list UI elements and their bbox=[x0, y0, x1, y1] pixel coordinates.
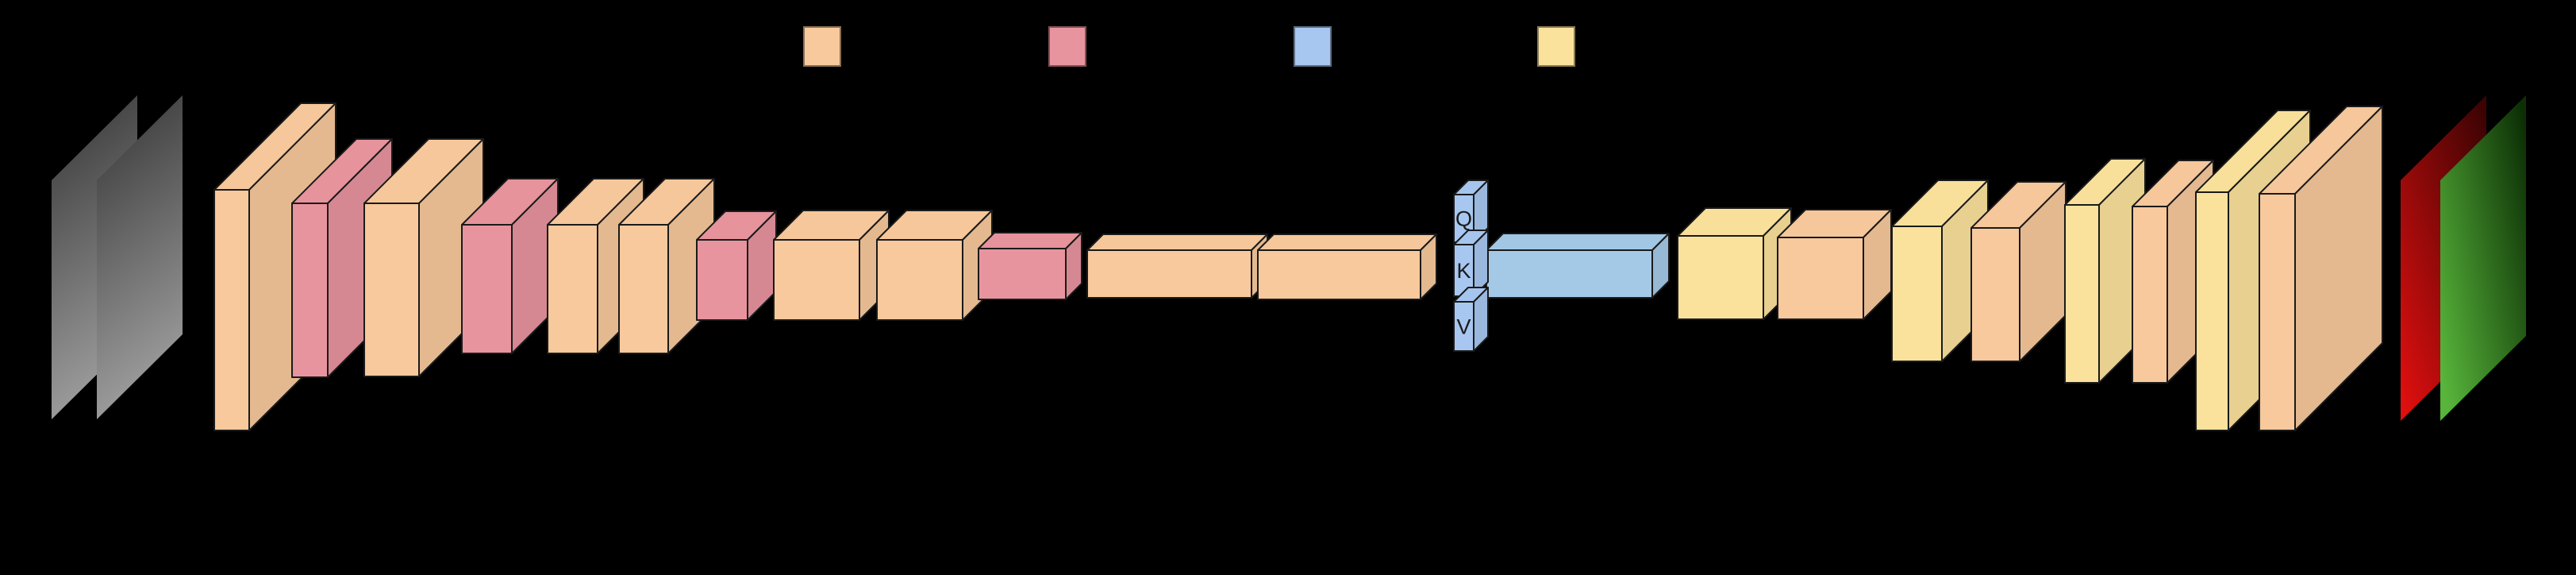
decoder-block-2 bbox=[1777, 209, 1892, 320]
sheets-layer bbox=[52, 95, 2526, 421]
encoder-block-9 bbox=[876, 210, 993, 321]
decoder-block-1 bbox=[1677, 207, 1792, 320]
attention-k-block: K bbox=[1453, 230, 1489, 297]
bottleneck-block-1 bbox=[1086, 233, 1268, 299]
legend-swatch-blue bbox=[1294, 26, 1332, 67]
attention-label-v: V bbox=[1456, 315, 1471, 339]
output-sheet-green bbox=[2440, 95, 2526, 421]
encoder-block-10 bbox=[978, 232, 1082, 300]
legend-swatch-orange bbox=[803, 26, 841, 67]
decoder-block-4 bbox=[1970, 181, 2067, 362]
legend-swatch-pink bbox=[1048, 26, 1086, 67]
encoder-block-7 bbox=[696, 210, 777, 321]
attention-label-k: K bbox=[1456, 259, 1471, 283]
attention-v-block: V bbox=[1453, 287, 1489, 352]
input-sheet-2 bbox=[97, 95, 183, 419]
bottleneck-block-2 bbox=[1257, 233, 1437, 300]
attention-label-q: Q bbox=[1455, 207, 1472, 231]
legend-swatch-yellow bbox=[1537, 26, 1575, 67]
attention-output-slab bbox=[1486, 233, 1670, 299]
encoder-block-8 bbox=[773, 210, 890, 321]
encoder-block-4 bbox=[461, 178, 559, 354]
blocks-layer: Q K V bbox=[213, 102, 2383, 431]
decoder-block-8 bbox=[2259, 106, 2383, 431]
legend bbox=[803, 26, 1575, 67]
